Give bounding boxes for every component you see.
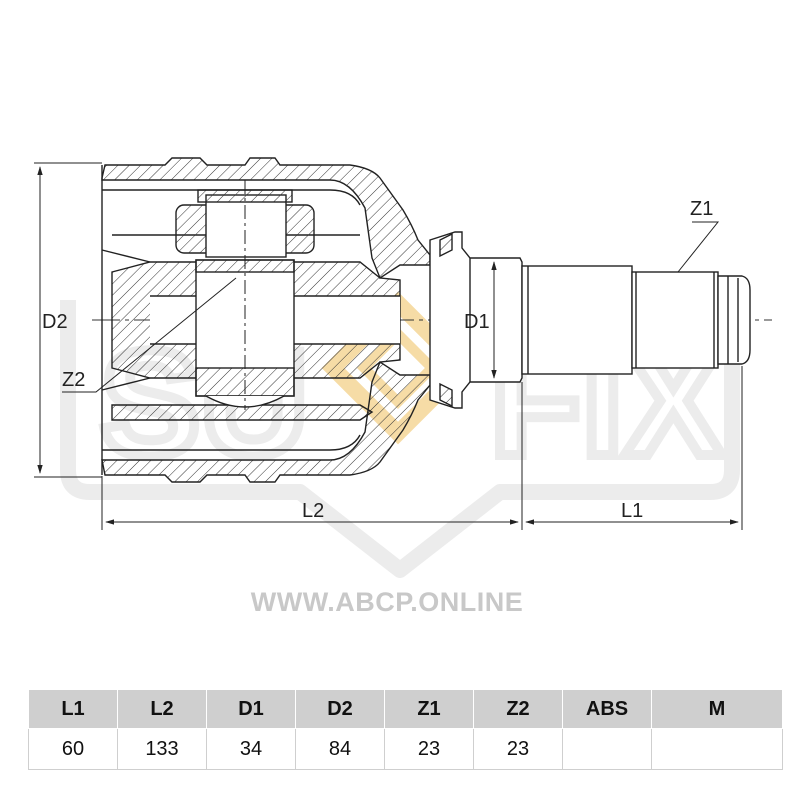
spec-value-z1: 23: [384, 728, 474, 770]
tripod-roller: [175, 180, 315, 410]
specs-table: L1 L2 D1 D2 Z1 Z2 ABS M 60 133 34 84 23 …: [28, 689, 783, 770]
spec-value-abs: [562, 728, 652, 770]
spec-header-d1: D1: [206, 689, 296, 729]
cv-joint-drawing: SU FIX WWW.ABCP.ONLINE: [34, 157, 772, 617]
dim-label-d1: D1: [464, 311, 490, 333]
spec-header-l1: L1: [28, 689, 118, 729]
watermark-frame: [60, 300, 740, 578]
dim-label-z2: Z2: [62, 369, 85, 391]
spec-header-m: M: [651, 689, 783, 729]
spec-value-d1: 34: [206, 728, 296, 770]
spec-header-z2: Z2: [473, 689, 563, 729]
specs-value-row: 60 133 34 84 23 23: [28, 728, 783, 770]
spec-value-z2: 23: [473, 728, 563, 770]
stub-shaft: [521, 265, 751, 375]
spec-header-l2: L2: [117, 689, 207, 729]
watermark-url: WWW.ABCP.ONLINE: [251, 587, 524, 617]
specs-header-row: L1 L2 D1 D2 Z1 Z2 ABS M: [28, 689, 783, 729]
spec-value-d2: 84: [295, 728, 385, 770]
spec-value-l2: 133: [117, 728, 207, 770]
dim-label-l1: L1: [621, 500, 643, 522]
dim-label-l2: L2: [302, 500, 324, 522]
dim-label-d2: D2: [42, 311, 68, 333]
joint-neck: [429, 231, 523, 409]
joint-housing: [101, 157, 431, 483]
spec-header-abs: ABS: [562, 689, 652, 729]
spec-value-l1: 60: [28, 728, 118, 770]
dimensions: [34, 162, 743, 530]
spec-header-z1: Z1: [384, 689, 474, 729]
spec-header-d2: D2: [295, 689, 385, 729]
dim-label-z1: Z1: [690, 198, 713, 220]
spec-value-m: [651, 728, 783, 770]
